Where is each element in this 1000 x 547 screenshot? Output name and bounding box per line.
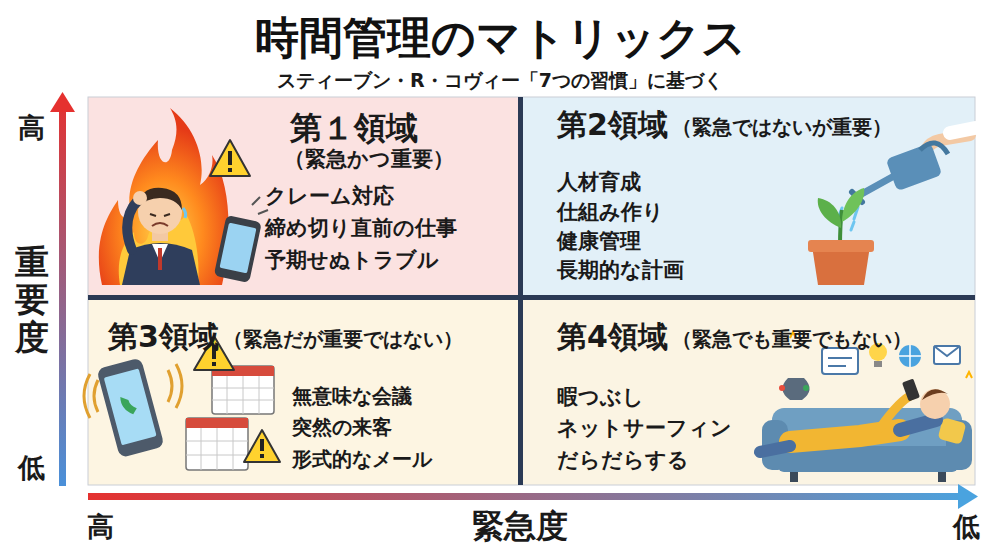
axis-title: 重要度 <box>15 244 49 356</box>
quadrant-item: 仕組み作り <box>557 200 664 225</box>
axis-end-label: 高 <box>18 112 45 144</box>
quadrant-item: 長期的な計画 <box>557 258 684 283</box>
quadrant-item: 予期せぬトラブル <box>265 248 439 273</box>
quadrant-subheading: （緊急ではないが重要） <box>672 115 892 139</box>
quadrant-item: 健康管理 <box>557 229 641 254</box>
quadrant-grounds <box>88 97 975 485</box>
quadrant-box: 第3領域（緊急だが重要ではない） 無意味な会議突然の来客形式的なメール <box>88 297 520 485</box>
quadrant-box: 第１領域（緊急かつ重要） クレーム対応締め切り直前の仕事予期せぬトラブル <box>88 97 520 297</box>
quadrant-heading: 第4領域 <box>557 319 668 355</box>
axis-end-label: 高 <box>87 511 114 543</box>
quadrant-subheading: （緊急だが重要ではない） <box>223 327 463 351</box>
quadrant-item: 突然の来客 <box>292 415 392 439</box>
importance-axis <box>50 92 75 486</box>
idle-illustration <box>760 332 972 482</box>
title: 時間管理のマトリックス <box>255 12 746 65</box>
quadrant-item: クレーム対応 <box>265 184 394 209</box>
axis-title: 緊急度 <box>472 507 568 545</box>
quadrant-item: だらだらする <box>557 448 689 473</box>
quadrant-subheading: （緊急でも重要でもない） <box>672 327 912 351</box>
interruption-illustration <box>84 336 280 470</box>
quadrant-item: 暇つぶし <box>557 385 644 410</box>
quadrant-box: 第4領域（緊急でも重要でもない） 暇つぶしネットサーフィンだらだらする <box>520 297 975 485</box>
quadrant-item: ネットサーフィン <box>557 416 732 441</box>
stress-illustration <box>99 108 268 285</box>
axis-end-label: 低 <box>18 452 45 484</box>
axis-end-label: 低 <box>953 511 980 543</box>
urgency-axis <box>88 484 978 509</box>
quadrant-item: 締め切り直前の仕事 <box>265 216 457 241</box>
quadrant-heading: 第3領域 <box>108 319 219 355</box>
quadrant-heading: 第2領域 <box>557 107 668 143</box>
quadrant-item: 無意味な会議 <box>292 384 412 408</box>
growth-illustration <box>808 128 975 285</box>
quadrant-heading: 第１領域 <box>290 109 418 147</box>
quadrant-item: 形式的なメール <box>292 447 432 471</box>
quadrant-subheading: （緊急かつ重要） <box>284 147 454 172</box>
quadrant-item: 人材育成 <box>557 170 641 195</box>
subtitle: スティーブン・R・コヴィー「7つの習慣」に基づく <box>277 69 723 92</box>
quadrant-box: 第2領域（緊急ではないが重要） 人材育成仕組み作り健康管理長期的な計画 <box>520 97 975 297</box>
